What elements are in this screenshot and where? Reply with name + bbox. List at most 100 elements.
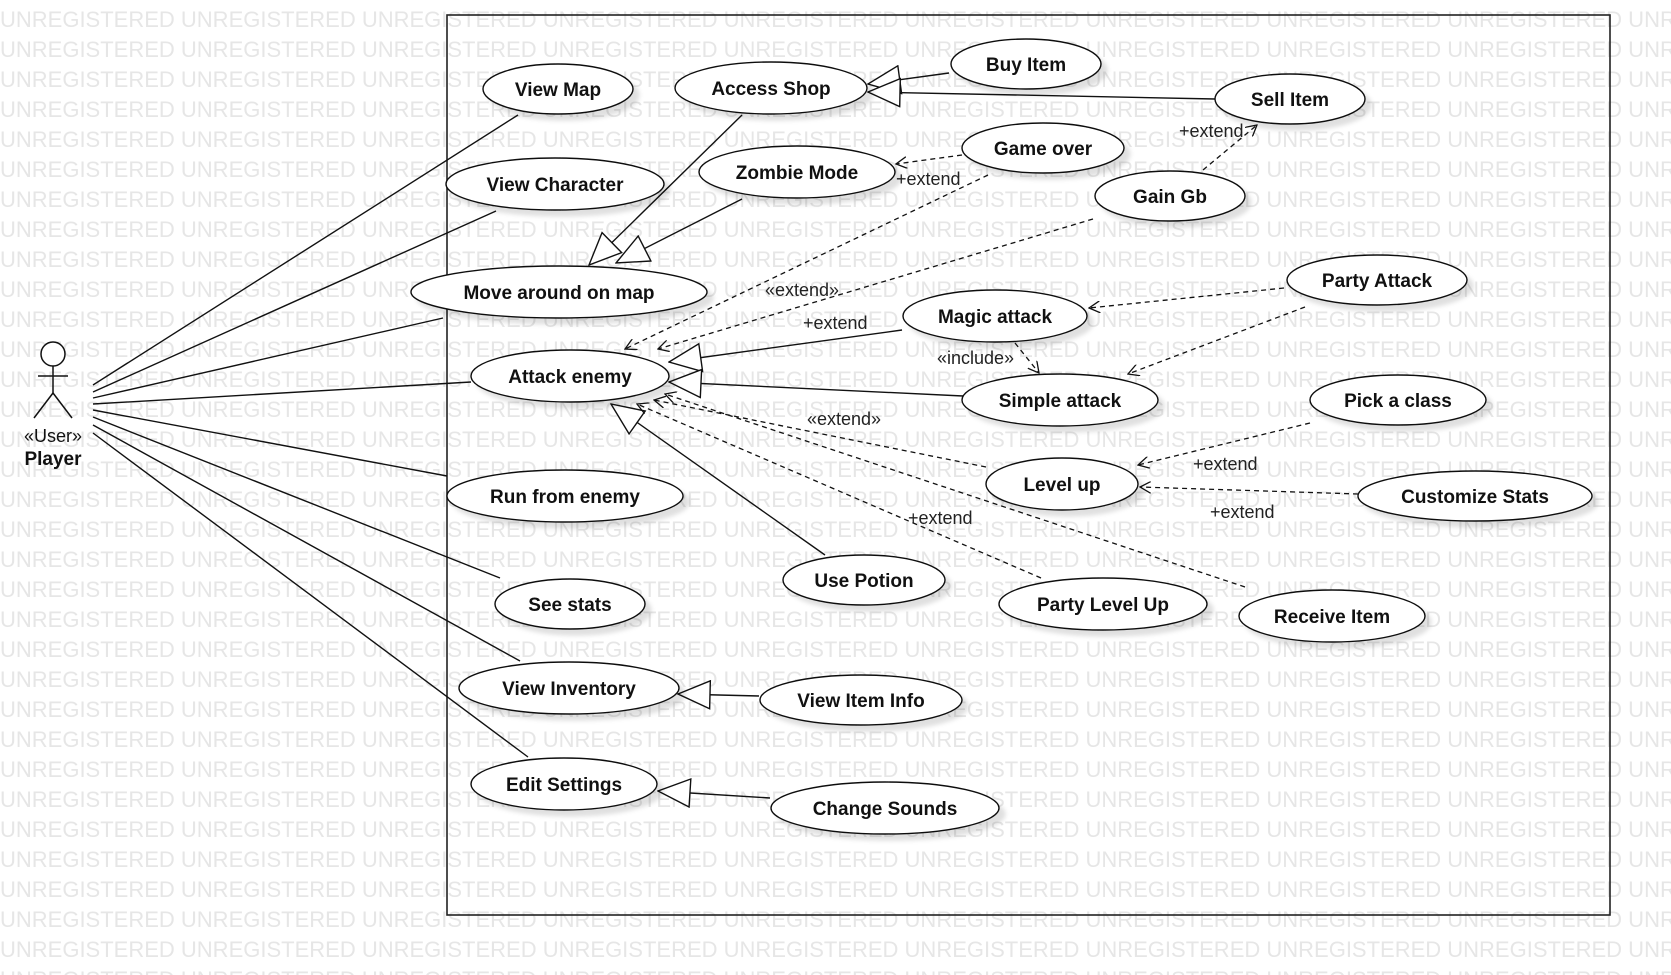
dep-partyattack-to-simple [1128, 306, 1306, 374]
associations [92, 114, 529, 758]
usecase-gain-gb-shape [1094, 170, 1246, 222]
usecase-edit-settings[interactable]: Edit Settings [470, 757, 658, 811]
usecase-magic-attack-label: Magic attack [938, 307, 1052, 328]
usecase-view-map[interactable]: View Map [482, 63, 634, 115]
usecase-receive-item-shape [1238, 589, 1426, 643]
usecase-party-level-up-shape [998, 577, 1208, 631]
dep-gameover-to-attack [625, 174, 989, 349]
use-cases: View Map View Character Move around on m… [410, 38, 1593, 835]
actor-player[interactable]: «User» Player [24, 341, 82, 470]
usecase-pick-a-class-label: Pick a class [1344, 391, 1452, 412]
usecase-run-from-enemy-shape [446, 469, 684, 523]
usecase-view-inventory[interactable]: View Inventory [458, 661, 680, 715]
usecase-gain-gb[interactable]: Gain Gb [1094, 170, 1246, 222]
usecase-buy-item[interactable]: Buy Item [950, 38, 1102, 90]
usecase-change-sounds[interactable]: Change Sounds [770, 781, 1000, 835]
assoc-edit-settings [92, 432, 529, 758]
system-boundary [446, 14, 1611, 916]
assoc-view-inventory [92, 424, 521, 662]
usecase-access-shop[interactable]: Access Shop [674, 61, 868, 115]
dep-pickclass-to-levelup [1138, 422, 1311, 465]
usecase-see-stats-label: See stats [528, 595, 611, 616]
watermark-row: UNREGISTERED UNREGISTERED UNREGISTERED U… [0, 217, 1671, 242]
generalizations [589, 73, 1216, 798]
watermark-row: UNREGISTERED UNREGISTERED UNREGISTERED U… [0, 7, 1671, 32]
actor-name: Player [24, 449, 82, 470]
usecase-customize-stats[interactable]: Customize Stats [1357, 470, 1593, 522]
watermark-row: UNREGISTERED UNREGISTERED UNREGISTERED U… [0, 907, 1671, 932]
usecase-use-potion[interactable]: Use Potion [782, 554, 946, 606]
usecase-attack-enemy-shape [470, 349, 670, 403]
dep-customize-to-levelup [1140, 487, 1359, 495]
usecase-attack-enemy[interactable]: Attack enemy [470, 349, 670, 403]
watermark-row: UNREGISTERED UNREGISTERED UNREGISTERED U… [0, 457, 1671, 482]
usecase-access-shop-shape [674, 61, 868, 115]
usecase-game-over-shape [961, 122, 1125, 174]
dep-gaingb-to-sell [1202, 125, 1257, 171]
assoc-view-character [92, 210, 497, 393]
usecase-view-character[interactable]: View Character [445, 157, 665, 211]
usecase-edit-settings-shape [470, 757, 658, 811]
usecase-attack-enemy-label: Attack enemy [508, 367, 632, 388]
usecase-view-map-label: View Map [515, 80, 601, 101]
usecase-view-character-label: View Character [487, 175, 625, 196]
watermark-row: UNREGISTERED UNREGISTERED UNREGISTERED U… [0, 847, 1671, 872]
watermark-row: UNREGISTERED UNREGISTERED UNREGISTERED U… [0, 517, 1671, 542]
usecase-view-map-shape [482, 63, 634, 115]
usecase-move-around[interactable]: Move around on map [410, 265, 708, 319]
usecase-customize-stats-shape [1357, 470, 1593, 522]
usecase-zombie-mode-shape [698, 145, 896, 199]
label-gameover-extend: +extend [896, 169, 961, 189]
watermark-row: UNREGISTERED UNREGISTERED UNREGISTERED U… [0, 37, 1671, 62]
label-customize-extend: +extend [1210, 502, 1275, 522]
label-include: «include» [937, 348, 1014, 368]
usecase-simple-attack-label: Simple attack [999, 391, 1122, 412]
actor-stereotype: «User» [24, 426, 82, 446]
gen-potion-to-attack [611, 404, 826, 556]
relationship-labels: +extend +extend «extend» +extend «includ… [765, 121, 1275, 528]
gen-magic-to-attack [669, 329, 903, 362]
usecase-view-inventory-shape [458, 661, 680, 715]
watermark-row: UNREGISTERED UNREGISTERED UNREGISTERED U… [0, 937, 1671, 962]
usecase-run-from-enemy[interactable]: Run from enemy [446, 469, 684, 523]
usecase-simple-attack-shape [961, 373, 1159, 427]
usecase-see-stats[interactable]: See stats [494, 578, 646, 630]
actor-leg-right [52, 392, 73, 419]
usecase-level-up[interactable]: Level up [985, 457, 1139, 511]
usecase-view-character-shape [445, 157, 665, 211]
label-pickclass-extend: +extend [1193, 454, 1258, 474]
gen-item-info-to-inventory [678, 694, 760, 696]
usecase-party-attack[interactable]: Party Attack [1286, 254, 1468, 306]
usecase-gain-gb-label: Gain Gb [1133, 187, 1207, 208]
usecase-view-item-info-label: View Item Info [797, 691, 924, 712]
watermark-row: UNREGISTERED UNREGISTERED UNREGISTERED U… [0, 877, 1671, 902]
usecase-party-level-up[interactable]: Party Level Up [998, 577, 1208, 631]
usecase-level-up-shape [985, 457, 1139, 511]
usecase-magic-attack-shape [902, 289, 1088, 343]
usecase-simple-attack[interactable]: Simple attack [961, 373, 1159, 427]
gen-simple-to-attack [669, 382, 964, 396]
usecase-receive-item[interactable]: Receive Item [1238, 589, 1426, 643]
assoc-move-around [92, 317, 444, 399]
dep-gameover-to-zombie [896, 154, 963, 164]
dependencies [625, 125, 1359, 588]
assoc-attack-enemy [92, 381, 472, 405]
usecase-move-around-shape [410, 265, 708, 319]
watermark-row: UNREGISTERED UNREGISTERED UNREGISTERED U… [0, 727, 1671, 752]
usecase-buy-item-shape [950, 38, 1102, 90]
dep-partyattack-to-magic [1089, 287, 1285, 308]
usecase-magic-attack[interactable]: Magic attack [902, 289, 1088, 343]
usecase-sell-item-label: Sell Item [1251, 90, 1329, 111]
usecase-sell-item[interactable]: Sell Item [1214, 73, 1366, 125]
label-levelup-extend: «extend» [807, 409, 881, 429]
watermark-row: UNREGISTERED UNREGISTERED UNREGISTERED U… [0, 968, 1671, 975]
usecase-sell-item-shape [1214, 73, 1366, 125]
usecase-edit-settings-label: Edit Settings [506, 775, 622, 796]
label-sell-extend: +extend [1179, 121, 1244, 141]
usecase-zombie-mode[interactable]: Zombie Mode [698, 145, 896, 199]
gen-sell-to-access-shop [868, 92, 1216, 99]
usecase-game-over[interactable]: Game over [961, 122, 1125, 174]
usecase-view-item-info[interactable]: View Item Info [759, 674, 963, 726]
usecase-pick-a-class[interactable]: Pick a class [1309, 374, 1487, 426]
